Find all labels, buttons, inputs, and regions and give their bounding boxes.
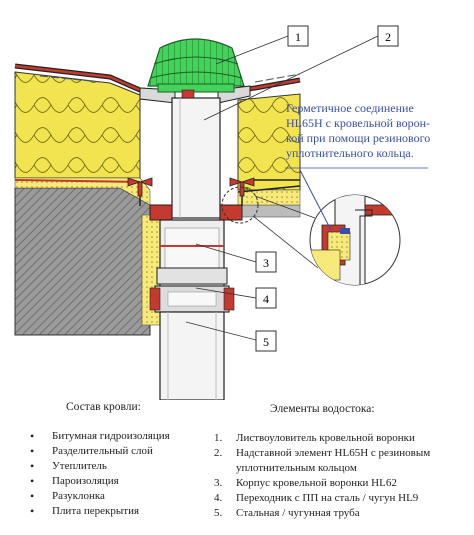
annotation-leader — [299, 169, 333, 233]
callout-2: 2 — [377, 25, 399, 47]
callout-4-label: 4 — [263, 292, 269, 306]
list-item: Плита перекрытия — [30, 504, 227, 519]
callout-1: 1 — [287, 25, 309, 47]
wing-nut-right — [229, 177, 255, 197]
item-number: 5. — [214, 507, 223, 519]
item-text: Стальная / чугунная труба — [236, 507, 360, 519]
annotation-line-1: Герметичное соединение — [286, 101, 414, 115]
list-item: 4. Переходник с ПП на сталь / чугун HL9 — [214, 491, 472, 506]
drain-elements-title: Элементы водостока: — [270, 403, 375, 415]
callout-5-label: 5 — [263, 335, 269, 349]
annotation-line-3: кой при помощи резинового — [286, 131, 430, 145]
list-item: Пароизоляция — [30, 474, 227, 489]
item-number: 2. — [214, 447, 223, 459]
floor-slab-right — [237, 204, 301, 218]
list-item: 3. Корпус кровельной воронки HL62 — [214, 476, 472, 491]
item-text: Листвоуловитель кровельной воронки — [236, 432, 415, 444]
item-number: 1. — [214, 432, 223, 444]
item-text: Переходник с ПП на сталь / чугун HL9 — [236, 492, 419, 504]
drain-elements-legend: Элементы водостока: 1. Листвоуловитель кр… — [214, 402, 472, 521]
callout-1-label: 1 — [295, 30, 301, 44]
roof-drain-diagram: 1 2 3 4 5 Герметичное соединение HL65H с… — [14, 25, 430, 401]
callout-5: 5 — [255, 330, 277, 352]
roof-composition-list: Битумная гидроизоляция Разделительный сл… — [30, 429, 227, 519]
list-item: Разуклонка — [30, 489, 227, 504]
item-text-cont: уплотнительным кольцом — [236, 462, 357, 474]
annotation-line-4: уплотнительного кольца. — [286, 146, 414, 160]
list-item: 1. Листвоуловитель кровельной воронки — [214, 431, 472, 446]
steel-pipe — [159, 311, 225, 401]
drain-elements-list: 1. Листвоуловитель кровельной воронки 2. Н… — [214, 431, 472, 521]
detail-marker — [221, 186, 259, 224]
insulation-layer — [14, 71, 141, 179]
item-number: 4. — [214, 492, 223, 504]
list-item: 5. Стальная / чугунная труба — [214, 506, 472, 521]
list-item: Утеплитель — [30, 459, 227, 474]
floor-slab — [14, 187, 151, 336]
vapour-barrier — [14, 179, 141, 183]
item-text: Надставной элемент HL65H с резиновым — [236, 447, 431, 459]
callout-2-label: 2 — [385, 30, 391, 44]
callout-4: 4 — [255, 287, 277, 309]
list-item: 2. Надставной элемент HL65H с резиновым уп… — [214, 446, 472, 476]
wing-nut-left — [127, 177, 153, 197]
lower-flange — [149, 204, 173, 221]
list-item: Разделительный слой — [30, 444, 227, 459]
callout-3-label: 3 — [263, 256, 269, 270]
detail-zoom — [309, 194, 401, 286]
annotation-line-2: HL65H с кровельной ворон- — [286, 116, 430, 130]
list-item: Битумная гидроизоляция — [30, 429, 227, 444]
item-number: 3. — [214, 477, 223, 489]
slope-layer-right — [237, 189, 301, 206]
callout-3: 3 — [255, 251, 277, 273]
item-text: Корпус кровельной воронки HL62 — [236, 477, 397, 489]
leaf-guard — [147, 38, 245, 87]
roof-composition-title: Состав кровли: — [66, 401, 141, 413]
annotation-text: Герметичное соединение HL65H с кровельно… — [286, 101, 430, 160]
roof-composition-legend: Состав кровли: Битумная гидроизоляция Ра… — [30, 400, 227, 519]
